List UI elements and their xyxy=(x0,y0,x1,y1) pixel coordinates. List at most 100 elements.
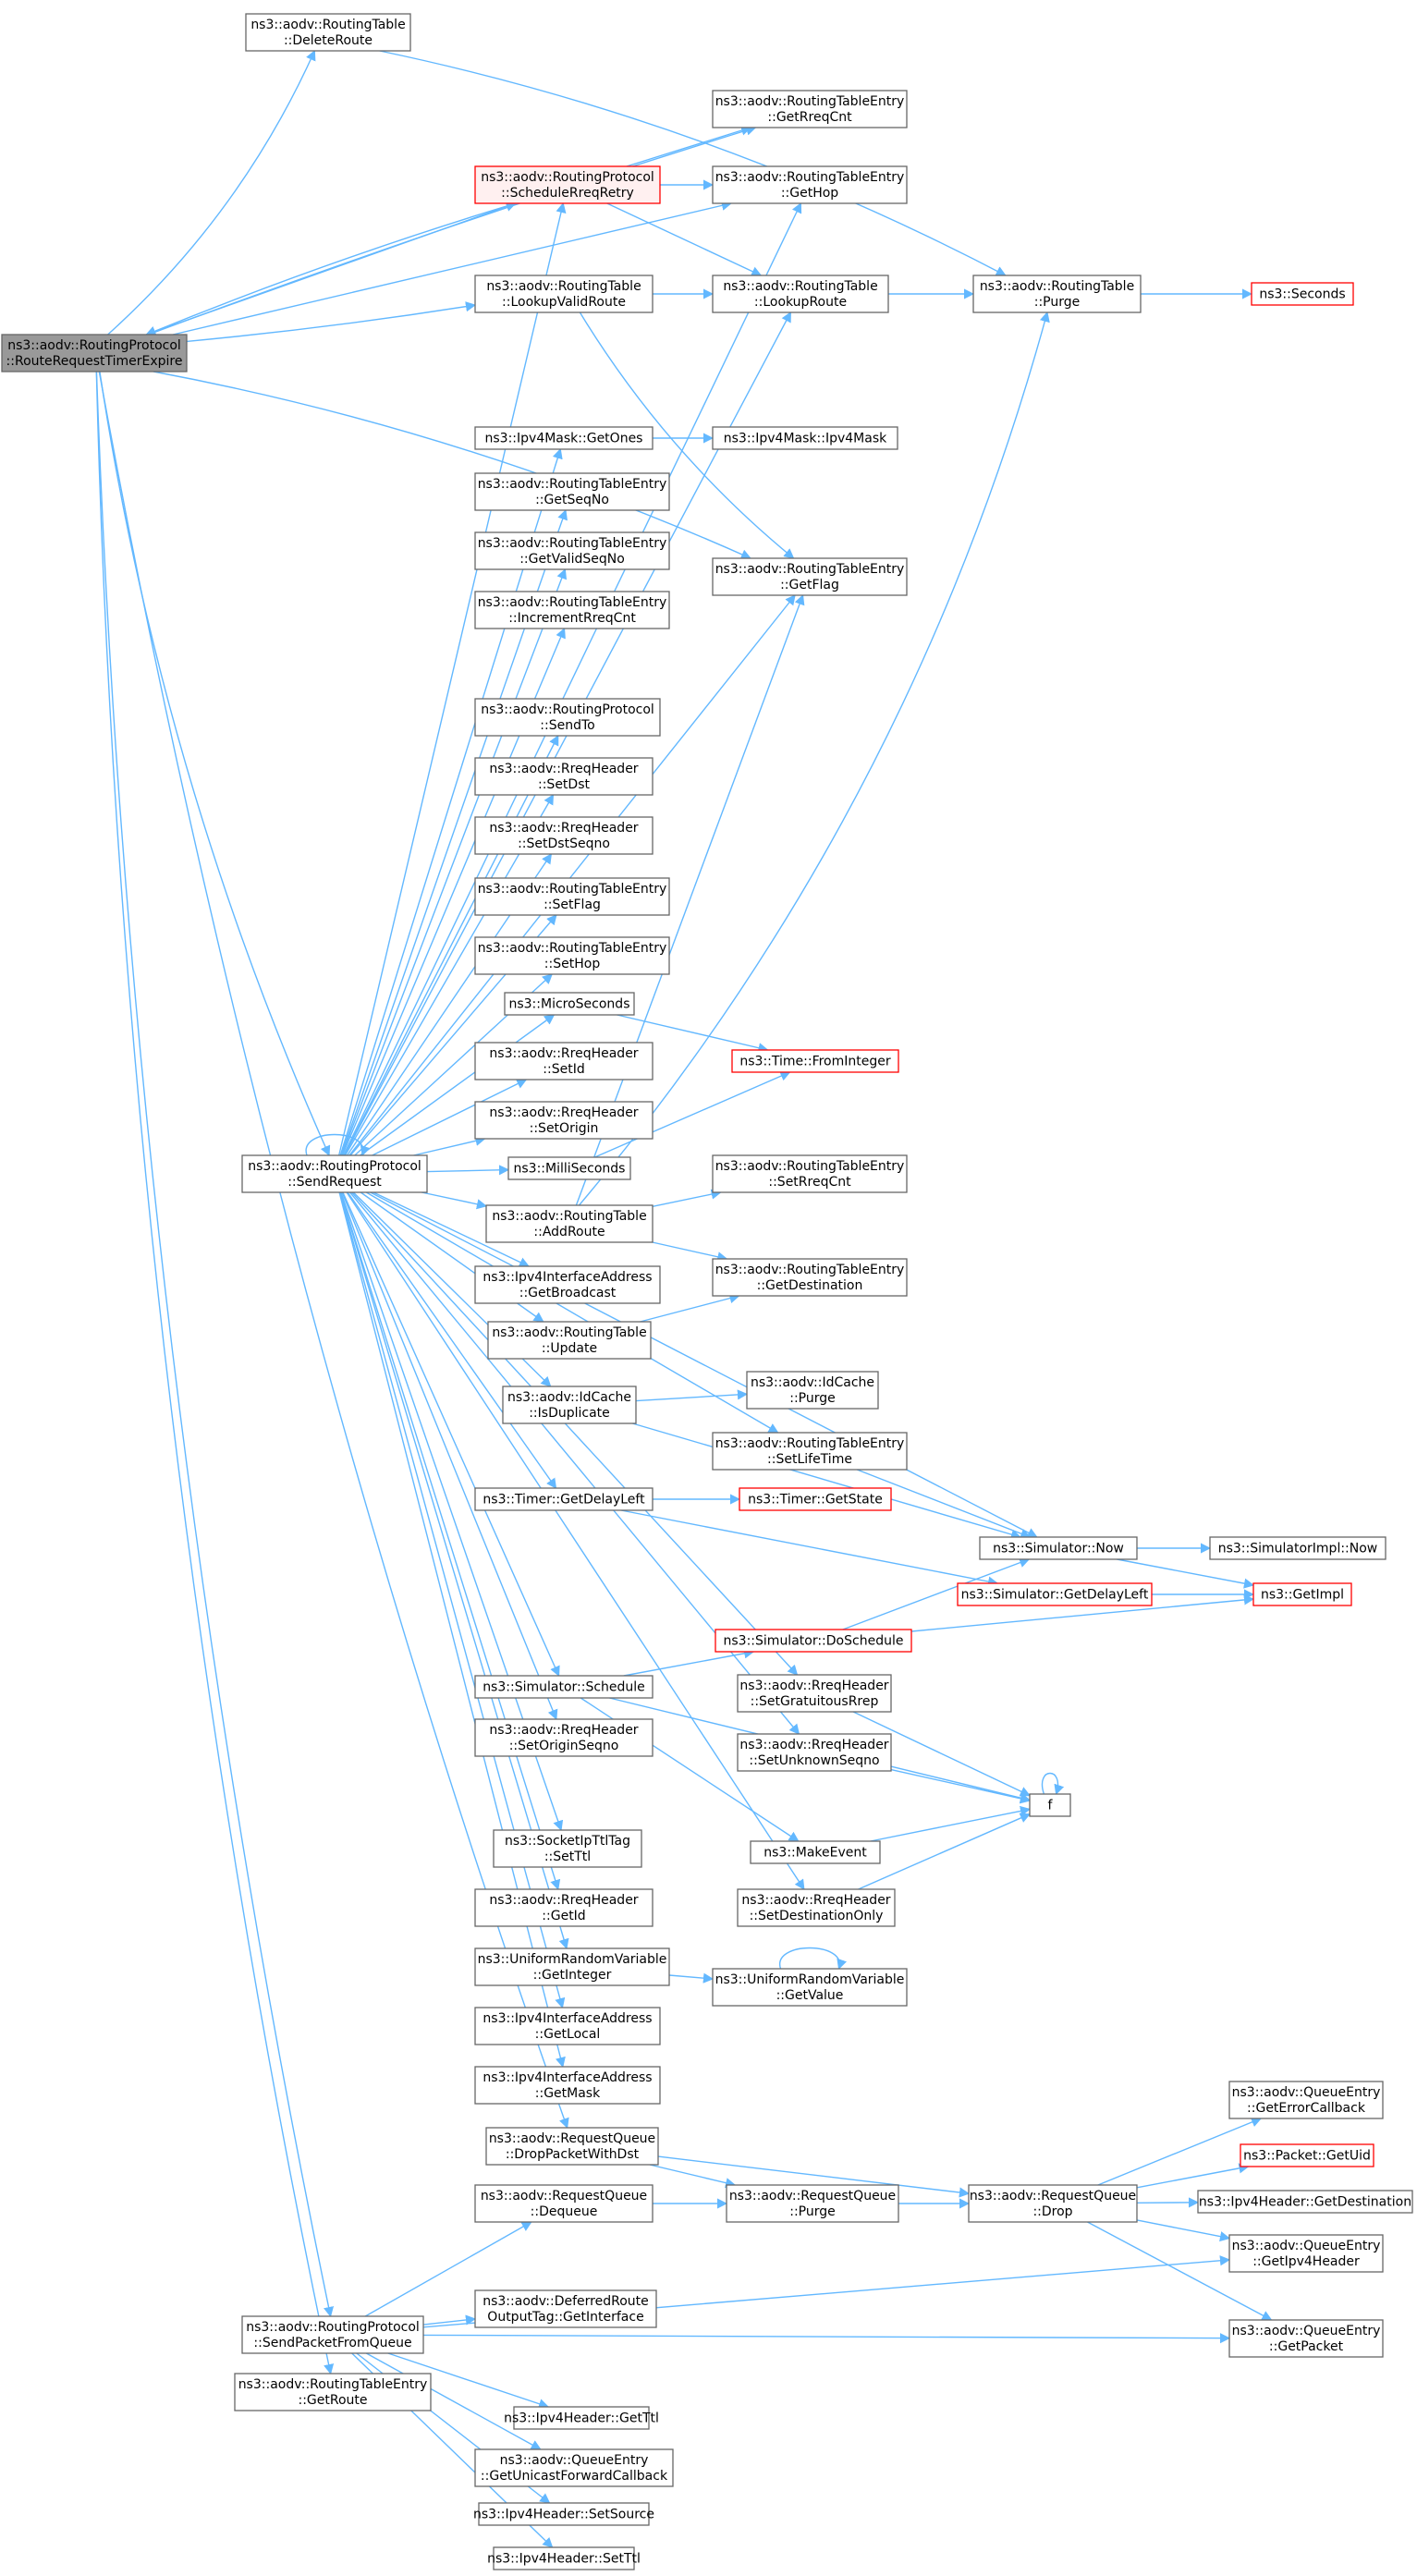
node-box[interactable] xyxy=(1240,2143,1374,2167)
node-box[interactable] xyxy=(731,1049,899,1073)
node-seconds[interactable]: ns3::Seconds xyxy=(1251,282,1354,306)
node-box[interactable] xyxy=(1228,2234,1384,2273)
node-box[interactable] xyxy=(234,2373,432,2411)
node-root[interactable]: ns3::aodv::RoutingProtocol::RouteRequest… xyxy=(1,334,188,372)
node-box[interactable] xyxy=(487,1321,652,1360)
node-box[interactable] xyxy=(1029,1793,1071,1817)
node-incRreq[interactable]: ns3::aodv::RoutingTableEntry::IncrementR… xyxy=(474,591,670,629)
node-getInteger[interactable]: ns3::UniformRandomVariable::GetInteger xyxy=(474,1947,670,1986)
node-getRoute[interactable]: ns3::aodv::RoutingTableEntry::GetRoute xyxy=(234,2373,432,2411)
node-box[interactable] xyxy=(245,13,411,52)
node-doSchedule[interactable]: ns3::Simulator::DoSchedule xyxy=(715,1629,912,1653)
node-box[interactable] xyxy=(474,591,670,629)
node-box[interactable] xyxy=(474,1101,654,1140)
node-lookupRoute[interactable]: ns3::aodv::RoutingTable::LookupRoute xyxy=(712,275,889,313)
node-box[interactable] xyxy=(478,2502,650,2526)
node-micro[interactable]: ns3::MicroSeconds xyxy=(504,992,635,1016)
node-box[interactable] xyxy=(712,165,908,204)
node-box[interactable] xyxy=(712,1968,908,2007)
node-box[interactable] xyxy=(1228,2319,1384,2358)
node-getSeqNo[interactable]: ns3::aodv::RoutingTableEntry::GetSeqNo xyxy=(474,472,670,511)
node-getMask[interactable]: ns3::Ipv4InterfaceAddress::GetMask xyxy=(474,2066,661,2105)
node-box[interactable] xyxy=(737,1888,896,1927)
node-box[interactable] xyxy=(737,1733,892,1772)
node-box[interactable] xyxy=(968,2184,1138,2223)
node-box[interactable] xyxy=(739,1487,892,1511)
node-box[interactable] xyxy=(474,1888,654,1927)
node-getIpv4Hdr[interactable]: ns3::aodv::QueueEntry::GetIpv4Header xyxy=(1228,2234,1384,2273)
node-rqPurge[interactable]: ns3::aodv::RequestQueue::Purge xyxy=(726,2184,899,2223)
node-box[interactable] xyxy=(507,1156,631,1180)
node-getOnes[interactable]: ns3::Ipv4Mask::GetOnes xyxy=(474,426,654,450)
node-box[interactable] xyxy=(712,1432,908,1471)
node-box[interactable] xyxy=(474,426,654,450)
node-getHop[interactable]: ns3::aodv::RoutingTableEntry::GetHop xyxy=(712,165,908,204)
node-getFlag[interactable]: ns3::aodv::RoutingTableEntry::GetFlag xyxy=(712,557,908,596)
node-box[interactable] xyxy=(513,2406,650,2430)
node-deleteRoute[interactable]: ns3::aodv::RoutingTable::DeleteRoute xyxy=(245,13,411,52)
node-setOrigin[interactable]: ns3::aodv::RreqHeader::SetOrigin xyxy=(474,1101,654,1140)
node-setOrigSeq[interactable]: ns3::aodv::RreqHeader::SetOriginSeqno xyxy=(474,1718,654,1757)
node-getErrCb[interactable]: ns3::aodv::QueueEntry::GetErrorCallback xyxy=(1228,2081,1384,2119)
node-box[interactable] xyxy=(474,275,654,313)
node-box[interactable] xyxy=(474,472,670,511)
node-setDstSeqno[interactable]: ns3::aodv::RreqHeader::SetDstSeqno xyxy=(474,816,654,855)
node-getBroadcast[interactable]: ns3::Ipv4InterfaceAddress::GetBroadcast xyxy=(474,1265,661,1304)
node-box[interactable] xyxy=(715,1629,912,1653)
node-setTtlTag[interactable]: ns3::SocketIpTtlTag::SetTtl xyxy=(493,1829,642,1868)
node-box[interactable] xyxy=(474,2448,674,2487)
node-box[interactable] xyxy=(474,698,661,737)
node-f[interactable]: f xyxy=(1029,1793,1071,1817)
node-box[interactable] xyxy=(474,1718,654,1757)
node-purge[interactable]: ns3::aodv::RoutingTable::Purge xyxy=(972,275,1142,313)
node-box[interactable] xyxy=(979,1536,1138,1560)
node-box[interactable] xyxy=(1252,1582,1352,1606)
node-getId[interactable]: ns3::aodv::RreqHeader::GetId xyxy=(474,1888,654,1927)
node-box[interactable] xyxy=(474,877,670,916)
node-sendPkt[interactable]: ns3::aodv::RoutingProtocol::SendPacketFr… xyxy=(241,2315,424,2354)
node-box[interactable] xyxy=(712,557,908,596)
node-box[interactable] xyxy=(474,1487,654,1511)
node-box[interactable] xyxy=(1,334,188,372)
node-box[interactable] xyxy=(474,936,670,975)
node-getLocal[interactable]: ns3::Ipv4InterfaceAddress::GetLocal xyxy=(474,2007,661,2045)
node-getRreqCnt[interactable]: ns3::aodv::RoutingTableEntry::GetRreqCnt xyxy=(712,90,908,128)
node-getUid[interactable]: ns3::Packet::GetUid xyxy=(1240,2143,1374,2167)
node-makeEvent[interactable]: ns3::MakeEvent xyxy=(750,1840,881,1864)
node-box[interactable] xyxy=(712,1258,908,1297)
node-milli[interactable]: ns3::MilliSeconds xyxy=(507,1156,631,1180)
node-box[interactable] xyxy=(957,1582,1153,1606)
node-box[interactable] xyxy=(712,275,889,313)
node-setTtl[interactable]: ns3::Ipv4Header::SetTtl xyxy=(487,2546,641,2570)
node-simNow[interactable]: ns3::Simulator::Now xyxy=(979,1536,1138,1560)
node-box[interactable] xyxy=(474,531,670,570)
node-box[interactable] xyxy=(474,1042,654,1080)
node-ipv4Mask[interactable]: ns3::Ipv4Mask::Ipv4Mask xyxy=(712,426,898,450)
node-schedRreq[interactable]: ns3::aodv::RoutingProtocol::ScheduleRreq… xyxy=(474,165,661,204)
node-rqDrop[interactable]: ns3::aodv::RequestQueue::Drop xyxy=(968,2184,1138,2223)
node-box[interactable] xyxy=(485,1204,654,1243)
node-fromInt[interactable]: ns3::Time::FromInteger xyxy=(731,1049,899,1073)
node-setSource[interactable]: ns3::Ipv4Header::SetSource xyxy=(473,2502,654,2526)
node-sendTo[interactable]: ns3::aodv::RoutingProtocol::SendTo xyxy=(474,698,661,737)
node-box[interactable] xyxy=(726,2184,899,2223)
node-simDelayLeft[interactable]: ns3::Simulator::GetDelayLeft xyxy=(957,1582,1153,1606)
node-getImpl[interactable]: ns3::GetImpl xyxy=(1252,1582,1352,1606)
node-box[interactable] xyxy=(972,275,1142,313)
node-setFlag[interactable]: ns3::aodv::RoutingTableEntry::SetFlag xyxy=(474,877,670,916)
node-ipv4GetDest[interactable]: ns3::Ipv4Header::GetDestination xyxy=(1197,2190,1413,2214)
node-box[interactable] xyxy=(493,2546,635,2570)
node-box[interactable] xyxy=(712,90,908,128)
node-getTtl[interactable]: ns3::Ipv4Header::GetTtl xyxy=(504,2406,659,2430)
node-box[interactable] xyxy=(241,1154,428,1193)
node-box[interactable] xyxy=(1209,1536,1386,1560)
node-idPurge[interactable]: ns3::aodv::IdCache::Purge xyxy=(746,1371,879,1410)
node-setUnknown[interactable]: ns3::aodv::RreqHeader::SetUnknownSeqno xyxy=(737,1733,892,1772)
node-getUcb[interactable]: ns3::aodv::QueueEntry::GetUnicastForward… xyxy=(474,2448,674,2487)
node-box[interactable] xyxy=(474,165,661,204)
node-box[interactable] xyxy=(241,2315,424,2354)
node-box[interactable] xyxy=(504,992,635,1016)
node-box[interactable] xyxy=(474,757,654,796)
node-update[interactable]: ns3::aodv::RoutingTable::Update xyxy=(487,1321,652,1360)
node-getValidSeqNo[interactable]: ns3::aodv::RoutingTableEntry::GetValidSe… xyxy=(474,531,670,570)
